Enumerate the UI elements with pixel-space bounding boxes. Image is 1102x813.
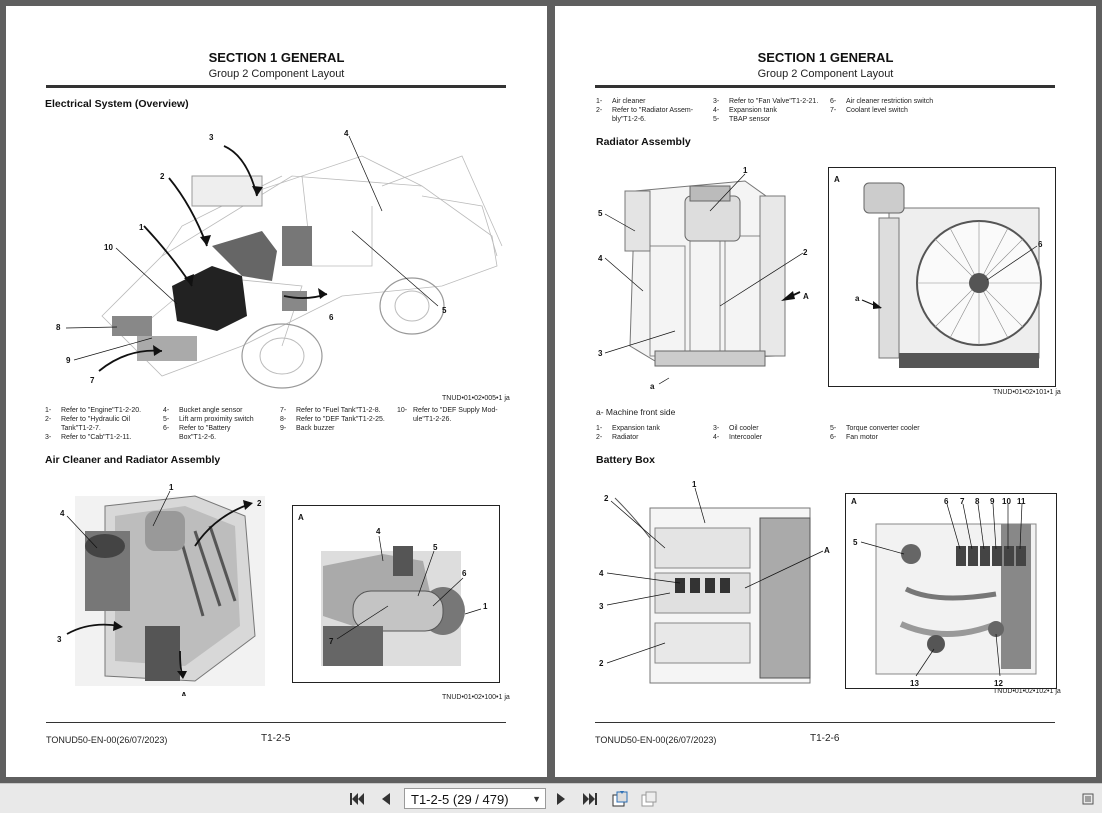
section-subtitle: Group 2 Component Layout bbox=[208, 68, 345, 80]
callout-6: 6 bbox=[329, 313, 334, 322]
detail-label-A: A bbox=[298, 513, 304, 522]
callout-5: 5 bbox=[598, 209, 603, 218]
footer-page-number: T1-2-6 bbox=[810, 733, 840, 744]
heading-air-cleaner: Air Cleaner and Radiator Assembly bbox=[45, 454, 221, 466]
callout-9: 9 bbox=[66, 356, 71, 365]
figure-code: TNUD•01•02•005•1 ja bbox=[442, 395, 510, 402]
more-options-button[interactable] bbox=[1077, 789, 1099, 809]
callout-4: 4 bbox=[376, 527, 381, 536]
callout-1: 1 bbox=[139, 223, 144, 232]
footer-rule bbox=[595, 722, 1055, 723]
navigation-toolbar: T1-2-5 (29 / 479) ▼ bbox=[0, 783, 1102, 813]
callout-13: 13 bbox=[910, 679, 919, 688]
callout-7: 7 bbox=[960, 497, 965, 506]
callout-5: 5 bbox=[442, 306, 447, 315]
previous-page-icon bbox=[382, 793, 390, 805]
legend-electrical: 1-Refer to "Engine"T1-2-20. 2-Refer to "… bbox=[45, 407, 498, 441]
radiator-assembly-figure: 1 2 3 4 5 A a bbox=[595, 156, 820, 391]
callout-10: 10 bbox=[104, 243, 113, 252]
footer-doc-id: TONUD50-EN-00(26/07/2023) bbox=[46, 735, 168, 745]
callout-A: A bbox=[824, 546, 830, 555]
footer-page-number: T1-2-5 bbox=[261, 733, 291, 744]
callout-6: 6 bbox=[944, 497, 949, 506]
callout-A: A bbox=[803, 292, 809, 301]
last-page-button[interactable] bbox=[579, 789, 601, 809]
detail-a-battery-figure: A 5 6 7 8 9 10 11 13 12 bbox=[845, 493, 1057, 689]
callout-2: 2 bbox=[160, 172, 165, 181]
detail-a-figure: A 4 5 6 1 7 bbox=[292, 505, 500, 683]
callout-10: 10 bbox=[1002, 497, 1011, 506]
page-number-value: T1-2-5 (29 / 479) bbox=[411, 792, 509, 807]
callout-2b: 2 bbox=[599, 659, 604, 668]
section-title: SECTION 1 GENERAL bbox=[757, 50, 894, 65]
document-page-right: SECTION 1 GENERAL Group 2 Component Layo… bbox=[555, 6, 1096, 777]
callout-1: 1 bbox=[692, 480, 697, 489]
two-page-view-button[interactable] bbox=[638, 789, 660, 809]
first-page-button[interactable] bbox=[346, 789, 368, 809]
document-page-left: SECTION 1 GENERAL Group 2 Component Layo… bbox=[6, 6, 547, 777]
callout-12: 12 bbox=[994, 679, 1003, 688]
battery-box-figure: 1 2 A 4 3 2 bbox=[595, 478, 835, 693]
detail-a-fan-figure: A 6 a bbox=[828, 167, 1056, 387]
callout-6: 6 bbox=[462, 569, 467, 578]
callout-4: 4 bbox=[344, 129, 349, 138]
figure-code: TNUD•01•02•102•1 ja bbox=[993, 688, 1061, 695]
heading-electrical-system: Electrical System (Overview) bbox=[45, 98, 189, 110]
electrical-system-figure: 1 2 3 4 5 6 7 8 9 10 bbox=[42, 116, 512, 396]
legend-air-cleaner: 1-Air cleaner 2-Refer to "Radiator Assem… bbox=[596, 98, 934, 123]
heading-radiator-assembly: Radiator Assembly bbox=[596, 136, 691, 148]
callout-4: 4 bbox=[599, 569, 604, 578]
heading-battery-box: Battery Box bbox=[596, 454, 655, 466]
callout-6: 6 bbox=[1038, 240, 1043, 249]
callout-1: 1 bbox=[743, 166, 748, 175]
callout-1: 1 bbox=[169, 483, 174, 492]
callout-11: 11 bbox=[1017, 497, 1026, 506]
callout-3: 3 bbox=[598, 349, 603, 358]
callout-8: 8 bbox=[56, 323, 61, 332]
header-rule bbox=[595, 85, 1055, 88]
callout-7: 7 bbox=[90, 376, 95, 385]
callout-9: 9 bbox=[990, 497, 995, 506]
footer-doc-id: TONUD50-EN-00(26/07/2023) bbox=[595, 735, 717, 745]
menu-icon bbox=[1082, 793, 1094, 805]
next-page-button[interactable] bbox=[550, 789, 572, 809]
callout-5: 5 bbox=[853, 538, 858, 547]
callout-4: 4 bbox=[60, 509, 65, 518]
detail-label-A: A bbox=[851, 497, 857, 506]
callout-4: 4 bbox=[598, 254, 603, 263]
callout-3: 3 bbox=[57, 635, 62, 644]
callout-2: 2 bbox=[803, 248, 808, 257]
figure-code: TNUD•01•02•101•1 ja bbox=[993, 389, 1061, 396]
callout-8: 8 bbox=[975, 497, 980, 506]
dropdown-arrow-icon: ▼ bbox=[532, 794, 541, 804]
caption-machine-front-side: a- Machine front side bbox=[596, 407, 676, 417]
two-page-view-icon bbox=[641, 791, 657, 807]
page-view-icon bbox=[612, 791, 628, 807]
callout-a: a bbox=[855, 294, 860, 303]
callout-3: 3 bbox=[599, 602, 604, 611]
single-page-view-button[interactable] bbox=[609, 789, 631, 809]
previous-page-button[interactable] bbox=[375, 789, 397, 809]
callout-2: 2 bbox=[257, 499, 262, 508]
air-cleaner-figure: 1 2 3 4 A bbox=[45, 476, 280, 696]
callout-A: A bbox=[181, 691, 187, 696]
page-number-select[interactable]: T1-2-5 (29 / 479) ▼ bbox=[404, 788, 546, 809]
callout-5: 5 bbox=[433, 543, 438, 552]
last-page-icon bbox=[583, 793, 597, 805]
callout-1: 1 bbox=[483, 602, 488, 611]
legend-radiator: 1-Expansion tank 2-Radiator 3-Oil cooler… bbox=[596, 425, 920, 441]
section-subtitle: Group 2 Component Layout bbox=[757, 68, 894, 80]
section-title: SECTION 1 GENERAL bbox=[208, 50, 345, 65]
callout-7: 7 bbox=[329, 637, 334, 646]
first-page-icon bbox=[350, 793, 364, 805]
footer-rule bbox=[46, 722, 506, 723]
callout-2: 2 bbox=[604, 494, 609, 503]
next-page-icon bbox=[557, 793, 565, 805]
callout-3: 3 bbox=[209, 133, 214, 142]
callout-a: a bbox=[650, 382, 655, 391]
detail-label-A: A bbox=[834, 175, 840, 184]
header-rule bbox=[46, 85, 506, 88]
figure-code: TNUD•01•02•100•1 ja bbox=[442, 694, 510, 701]
